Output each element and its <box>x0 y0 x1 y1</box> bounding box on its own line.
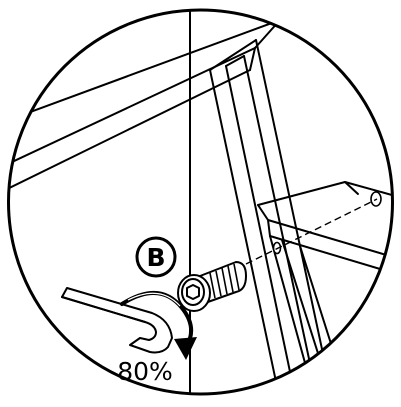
frame-rail-end-lower <box>249 47 256 71</box>
hex-key-body <box>61 287 173 354</box>
bolt-threads <box>209 263 240 299</box>
leg-top-outer <box>209 39 257 71</box>
crossbar-inner-drop-2 <box>281 239 337 394</box>
rotation-arrowhead <box>174 337 197 360</box>
rotation-arc-highlight <box>127 292 181 307</box>
clockwise-arrow-icon <box>120 290 197 360</box>
crossbar-lower-corner <box>267 219 271 237</box>
bolt-shaft <box>199 261 247 304</box>
callout-circle <box>7 8 394 396</box>
leg-top-inner <box>225 55 245 67</box>
frame-rails <box>8 10 281 196</box>
leg-outer-right <box>255 39 336 394</box>
alignment-dashed-line <box>245 198 378 265</box>
leg-inner-left <box>225 65 299 394</box>
part-label-text: B <box>146 243 165 272</box>
crossbar-front-corner <box>257 204 269 221</box>
bolt-hex-socket <box>186 284 200 300</box>
frame-rail-top-edge <box>8 10 191 41</box>
part-label-circle <box>135 236 177 278</box>
leg-outer-left <box>209 69 283 394</box>
hex-key-edge <box>61 296 146 323</box>
frame-rail-bottom-edge <box>8 69 251 196</box>
upright-leg <box>189 10 336 394</box>
part-label-badge: B <box>135 236 177 278</box>
hex-bolt-icon <box>177 261 247 312</box>
crossbar-back-corner <box>344 181 359 195</box>
hex-key-icon <box>61 287 173 354</box>
leg-inner-right <box>243 55 321 394</box>
torque-percentage-label: 80% <box>117 357 173 386</box>
frame-rail-upper-edge <box>8 19 281 126</box>
crossbar <box>257 181 393 394</box>
